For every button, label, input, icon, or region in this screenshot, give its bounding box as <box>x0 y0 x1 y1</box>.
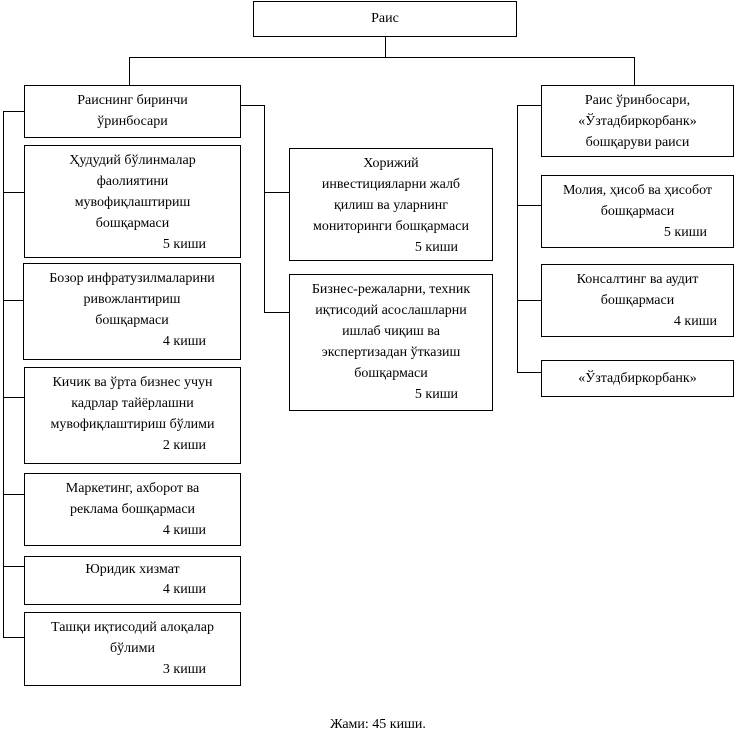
first-deputy-box: Раиснинг биринчи ўринбосари <box>24 85 241 138</box>
connector <box>3 192 24 193</box>
connector <box>517 105 518 373</box>
staff-count: 3 киши <box>162 662 206 677</box>
connector <box>385 36 386 57</box>
connector <box>3 566 24 567</box>
total-staff: Жами: 45 киши. <box>330 717 426 732</box>
box-title: Маркетинг, ахборот ва реклама бошқармаси <box>65 481 200 517</box>
box-title: «Ўзтадбиркорбанк» <box>578 371 697 386</box>
connector <box>129 57 130 85</box>
connector <box>3 111 24 112</box>
box-title: Молия, ҳисоб ва ҳисобот бошқармаси <box>562 183 713 219</box>
connector <box>264 105 265 313</box>
unit-box: Маркетинг, ахборот ва реклама бошқармаси… <box>24 473 241 546</box>
connector <box>517 300 541 301</box>
connector <box>517 205 541 206</box>
connector <box>240 105 264 106</box>
box-title: Бизнес-режаларни, техник иқтисодий асосл… <box>311 282 471 381</box>
connector <box>129 57 635 58</box>
box-title: Ҳудудий бўлинмалар фаолиятини мувофиқлаш… <box>69 153 196 231</box>
box-title: Раис <box>371 11 399 26</box>
staff-count: 2 киши <box>162 438 206 453</box>
connector <box>517 372 541 373</box>
connector <box>3 300 24 301</box>
box-title: Юридик хизмат <box>85 562 180 577</box>
staff-count: 4 киши <box>162 334 206 349</box>
unit-box: Ҳудудий бўлинмалар фаолиятини мувофиқлаш… <box>24 145 241 258</box>
connector <box>264 312 289 313</box>
staff-count: 5 киши <box>414 240 458 255</box>
connector <box>517 105 541 106</box>
connector <box>3 111 4 638</box>
unit-box: Молия, ҳисоб ва ҳисобот бошқармаси 5 киши <box>541 175 734 248</box>
unit-box: «Ўзтадбиркорбанк» <box>541 360 734 397</box>
connector <box>634 57 635 85</box>
unit-box: Бизнес-режаларни, техник иқтисодий асосл… <box>289 274 493 411</box>
connector <box>3 637 24 638</box>
unit-box: Консалтинг ва аудит бошқармаси 4 киши <box>541 264 734 337</box>
box-title: Кичик ва ўрта бизнес учун кадрлар тайёрл… <box>50 375 215 432</box>
unit-box: Бозор инфратузилмаларини ривожлантириш б… <box>23 263 241 360</box>
staff-count: 4 киши <box>162 582 206 597</box>
connector <box>3 494 24 495</box>
second-deputy-box: Раис ўринбосари, «Ўзтадбиркорбанк» бошқа… <box>541 85 734 157</box>
unit-box: Кичик ва ўрта бизнес учун кадрлар тайёрл… <box>24 367 241 464</box>
unit-box: Хорижий инвестицияларни жалб қилиш ва ул… <box>289 148 493 261</box>
staff-count: 4 киши <box>162 523 206 538</box>
connector <box>3 397 24 398</box>
box-title: Хорижий инвестицияларни жалб қилиш ва ул… <box>313 156 469 234</box>
staff-count: 5 киши <box>663 225 707 240</box>
staff-count: 5 киши <box>162 237 206 252</box>
unit-box: Юридик хизмат 4 киши <box>24 556 241 605</box>
connector <box>264 192 289 193</box>
staff-count: 5 киши <box>414 387 458 402</box>
box-title: Ташқи иқтисодий алоқалар бўлими <box>51 620 214 656</box>
box-title: Раиснинг биринчи ўринбосари <box>77 93 188 129</box>
staff-count: 4 киши <box>673 314 717 329</box>
box-title: Бозор инфратузилмаларини ривожлантириш б… <box>49 271 215 328</box>
chairman-box: Раис <box>253 1 517 37</box>
box-title: Консалтинг ва аудит бошқармаси <box>576 272 699 308</box>
unit-box: Ташқи иқтисодий алоқалар бўлими 3 киши <box>24 612 241 686</box>
box-title: Раис ўринбосари, «Ўзтадбиркорбанк» бошқа… <box>578 93 697 150</box>
